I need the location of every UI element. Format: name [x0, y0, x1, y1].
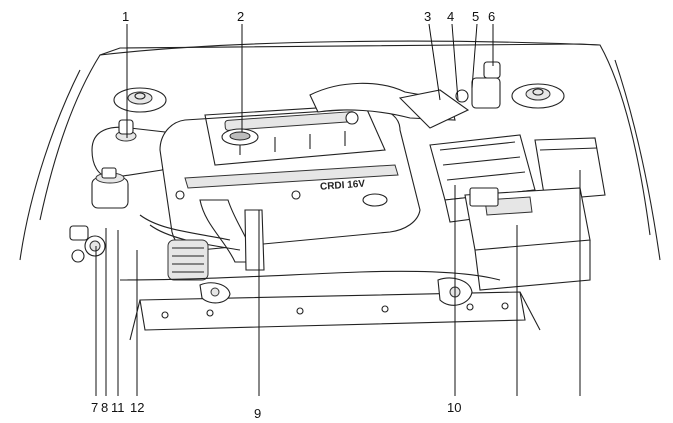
callout-4: 4: [447, 9, 454, 24]
callout-5: 5: [472, 9, 479, 24]
relay-box: [534, 137, 606, 201]
engine-cover-text: CRDI 16V: [320, 179, 366, 193]
callout-1: 1: [122, 9, 129, 24]
callout-10: 10: [447, 400, 461, 415]
callout-2: 2: [237, 9, 244, 24]
engine-cover: CRDI 16V: [159, 104, 421, 251]
battery: [464, 187, 591, 291]
body-outline: [19, 40, 661, 261]
callout-9: 9: [254, 406, 261, 421]
leader-lines: [95, 23, 581, 396]
callout-12: 12: [130, 400, 144, 415]
power-steering-reservoir: [91, 167, 129, 209]
callout-labels: 1 2 3 4 5 6 7 8 11 12 9 10: [91, 9, 495, 421]
callout-8: 8: [101, 400, 108, 415]
callout-11: 11: [111, 400, 125, 415]
callout-7: 7: [91, 400, 98, 415]
fuel-filter: [455, 61, 501, 109]
charge-pipe: [309, 82, 470, 129]
alternator: [167, 239, 209, 281]
right-strut-mount: [511, 83, 565, 109]
brake-reservoir: [69, 225, 106, 263]
left-strut-mount: [113, 87, 167, 113]
radiator-support: [119, 270, 541, 341]
callout-6: 6: [488, 9, 495, 24]
callout-3: 3: [424, 9, 431, 24]
